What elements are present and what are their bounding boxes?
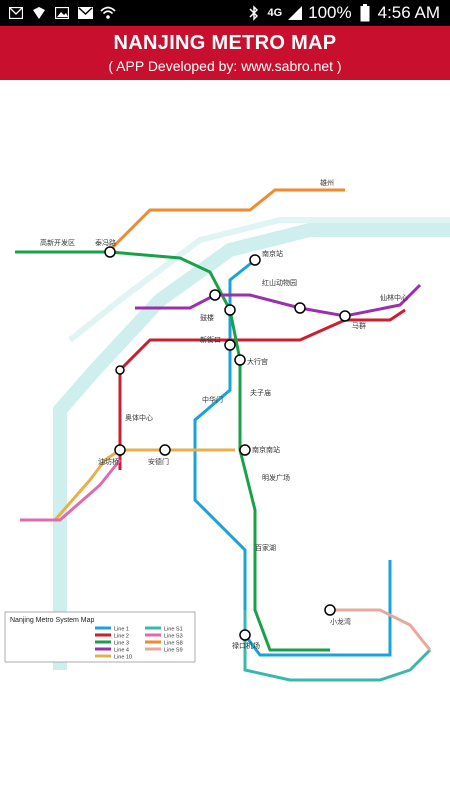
station-taifeng[interactable] xyxy=(104,246,116,258)
label-nanjing-south: 南京南站 xyxy=(252,445,280,454)
line-1 xyxy=(193,258,392,657)
label-xiongzhou: 雄州 xyxy=(320,178,334,187)
label-konggang: 禄口机场 xyxy=(232,641,260,650)
station-qinhuaihe[interactable] xyxy=(115,365,125,375)
station-jinmalu[interactable] xyxy=(294,302,306,314)
line-4 xyxy=(135,283,422,318)
station-xinjiekou[interactable] xyxy=(224,339,236,351)
label-daxinggong: 大行宫 xyxy=(247,357,268,366)
battery-percent: 100% xyxy=(308,3,352,22)
label-zhonghuamen: 中华门 xyxy=(202,395,223,404)
app-header: NANJING METRO MAP ( APP Developed by: ww… xyxy=(0,26,450,80)
station-konggang[interactable] xyxy=(239,629,251,641)
line-s8 xyxy=(108,188,345,252)
page-subtitle: ( APP Developed by: www.sabro.net ) xyxy=(108,58,342,74)
label-baijiahu: 百家湖 xyxy=(255,543,276,552)
legend-label: Line S9 xyxy=(164,648,183,654)
label-xianlin: 仙林中心 xyxy=(380,293,408,302)
label-maqun: 马群 xyxy=(352,321,366,330)
station-youfangqiao[interactable] xyxy=(114,444,126,456)
wifi-icon xyxy=(100,5,116,21)
label-andemen: 安德门 xyxy=(148,457,169,466)
yangtze-river xyxy=(53,223,450,670)
legend-label: Line 1 xyxy=(114,627,129,633)
mail-icon xyxy=(8,5,24,21)
station-nanjing-south[interactable] xyxy=(239,444,251,456)
line-s9 xyxy=(330,608,432,651)
qinhuai-river xyxy=(68,217,450,343)
vpn-icon xyxy=(31,5,47,21)
label-fuzimiao: 夫子庙 xyxy=(250,388,271,397)
station-gulou[interactable] xyxy=(224,304,236,316)
bluetooth-icon xyxy=(246,5,262,21)
legend-title: Nanjing Metro System Map xyxy=(10,617,95,624)
legend-label: Line S8 xyxy=(164,641,183,647)
label-aotizhongxin: 奥体中心 xyxy=(125,413,153,422)
label-youfangqiao: 油坊桥 xyxy=(98,457,119,466)
legend-label: Line 2 xyxy=(114,634,129,640)
station-andemen[interactable] xyxy=(159,444,171,456)
clock: 4:56 AM xyxy=(377,3,440,22)
status-bar: 4G 100% 4:56 AM xyxy=(0,0,450,26)
legend-label: Line 3 xyxy=(114,641,129,647)
signal-icon xyxy=(287,5,303,21)
label-gaoxin: 高新开发区 xyxy=(40,238,75,247)
metro-map[interactable]: 南京站 新街口 鼓楼 大行宫 南京南站 安德门 油坊桥 泰冯路 马群 高新开发区… xyxy=(0,80,450,800)
line-s1 xyxy=(243,610,432,682)
label-gulou: 鼓楼 xyxy=(200,313,214,322)
line-s3 xyxy=(20,459,122,522)
label-hongshan: 红山动物园 xyxy=(262,278,297,287)
page-title: NANJING METRO MAP xyxy=(113,32,337,54)
station-daxinggong[interactable] xyxy=(234,354,246,366)
station-xiaolongwan[interactable] xyxy=(324,604,336,616)
station-maqun[interactable] xyxy=(339,310,351,322)
image-icon xyxy=(54,5,70,21)
metro-map-svg[interactable]: 南京站 新街口 鼓楼 大行宫 南京南站 安德门 油坊桥 泰冯路 马群 高新开发区… xyxy=(0,80,450,800)
station-nanjing[interactable] xyxy=(249,254,261,266)
label-mingfa: 明发广场 xyxy=(262,473,290,482)
battery-icon xyxy=(357,4,373,22)
legend-label: Line S1 xyxy=(164,627,183,633)
gmail-icon xyxy=(77,5,93,21)
legend-label: Line 10 xyxy=(114,655,132,661)
network-type: 4G xyxy=(267,7,283,19)
station-xuanwumen[interactable] xyxy=(209,289,221,301)
legend-label: Line S3 xyxy=(164,634,183,640)
label-taifeng: 泰冯路 xyxy=(95,238,116,247)
legend-label: Line 4 xyxy=(114,648,129,654)
label-xiaolongwan: 小龙湾 xyxy=(330,617,351,626)
label-nanjing-station: 南京站 xyxy=(262,249,283,258)
label-xinjiekou: 新街口 xyxy=(200,335,221,344)
